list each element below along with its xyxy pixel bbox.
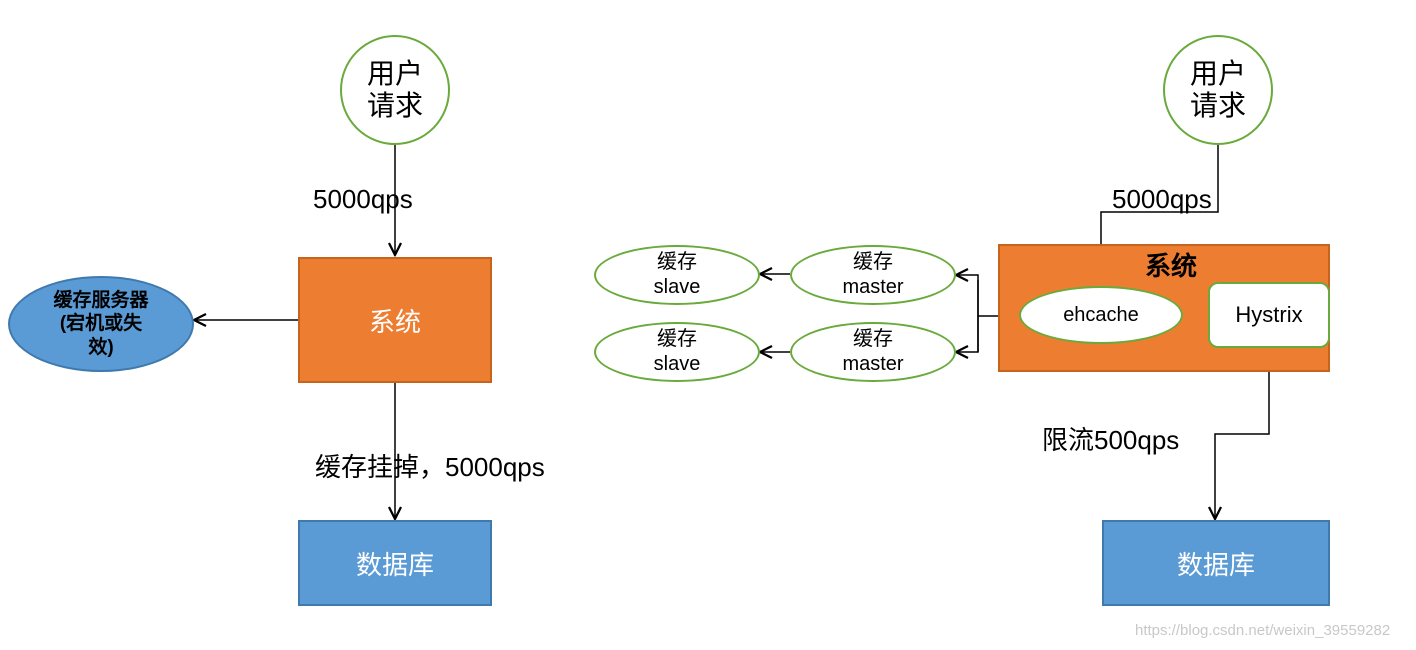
- cache-slave-ellipse-2: 缓存 slave: [594, 322, 760, 382]
- user-request-circle-left: 用户 请求: [340, 35, 450, 145]
- cache-slave-ellipse-1: 缓存 slave: [594, 245, 760, 305]
- hystrix-label: Hystrix: [1235, 302, 1303, 327]
- user-request-line2: 请求: [366, 90, 423, 121]
- cache-server-ellipse: 缓存服务器 (宕机或失 效): [8, 276, 194, 372]
- database-label-left: 数据库: [355, 549, 434, 580]
- cache-master-ellipse-2: 缓存 master: [790, 322, 956, 382]
- cache-master-line1: 缓存: [853, 328, 893, 350]
- system-label-right: 系统: [1145, 251, 1198, 281]
- database-label-right: 数据库: [1176, 549, 1255, 580]
- user-request-line1: 用户: [1189, 57, 1246, 89]
- cache-server-line3: 效): [88, 336, 114, 358]
- cache-server-line1: 缓存服务器: [53, 290, 149, 312]
- watermark-text: https://blog.csdn.net/weixin_39559282: [1135, 622, 1391, 639]
- cache-master-line1: 缓存: [853, 251, 893, 273]
- cache-slave-line1: 缓存: [657, 328, 697, 350]
- cache-slave-line2: slave: [653, 276, 701, 298]
- cache-master-line2: master: [842, 353, 904, 375]
- cache-server-line2: (宕机或失: [59, 313, 143, 335]
- qps-label-right: 5000qps: [1112, 184, 1212, 214]
- database-box-right: 数据库: [1102, 520, 1330, 606]
- arrow-to-master-1: [956, 275, 979, 352]
- system-label-left: 系统: [368, 306, 421, 337]
- rate-limit-label: 限流500qps: [1042, 425, 1180, 455]
- database-box-left: 数据库: [298, 520, 492, 606]
- system-box-left: 系统: [298, 257, 492, 383]
- ehcache-ellipse: ehcache: [1019, 286, 1183, 344]
- arrow-hystrix-to-database: [1215, 348, 1270, 519]
- cache-down-label: 缓存挂掉，5000qps: [315, 452, 545, 482]
- user-request-line1: 用户: [366, 57, 423, 89]
- arrow-to-master-2: [956, 280, 979, 352]
- hystrix-box: Hystrix: [1208, 282, 1330, 348]
- cache-slave-line1: 缓存: [657, 251, 697, 273]
- user-request-circle-right: 用户 请求: [1163, 35, 1273, 145]
- user-request-line2: 请求: [1189, 90, 1246, 121]
- cache-slave-line2: slave: [653, 353, 701, 375]
- qps-label-left: 5000qps: [313, 184, 413, 214]
- ehcache-label: ehcache: [1063, 303, 1139, 326]
- cache-master-line2: master: [842, 276, 904, 298]
- cache-master-ellipse-1: 缓存 master: [790, 245, 956, 305]
